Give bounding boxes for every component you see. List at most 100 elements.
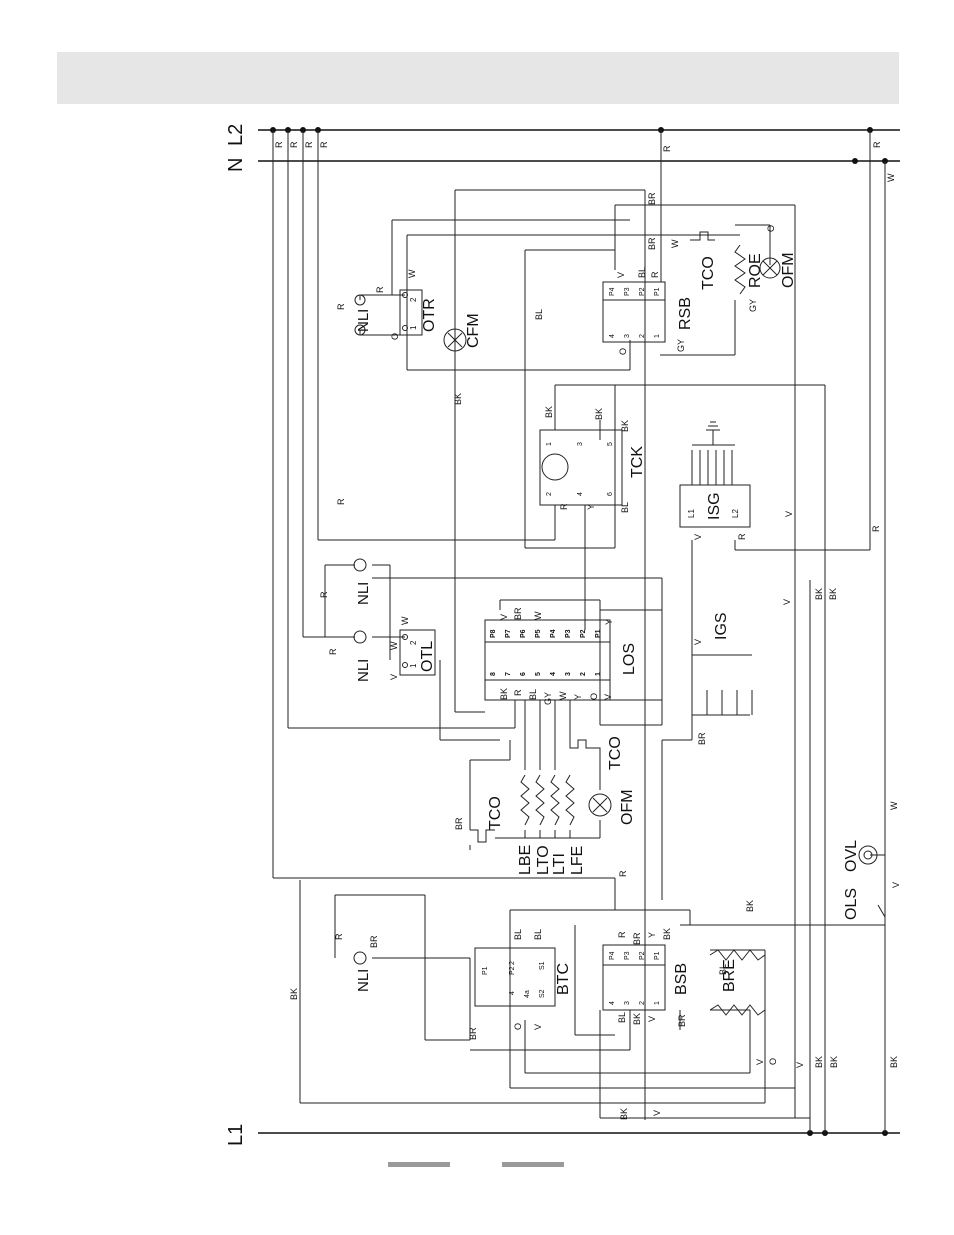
svg-text:W: W bbox=[886, 173, 896, 182]
svg-text:V: V bbox=[795, 1062, 805, 1068]
svg-text:L1: L1 bbox=[687, 509, 696, 518]
svg-text:4: 4 bbox=[509, 991, 516, 995]
svg-text:5: 5 bbox=[535, 672, 542, 676]
svg-text:BK: BK bbox=[828, 588, 838, 600]
svg-text:BSB: BSB bbox=[673, 963, 690, 995]
ofm-top: OFM bbox=[759, 252, 797, 288]
svg-text:GY: GY bbox=[543, 692, 553, 705]
svg-text:V: V bbox=[891, 882, 901, 888]
svg-text:W: W bbox=[670, 239, 680, 248]
svg-text:GY: GY bbox=[748, 299, 758, 312]
svg-text:V: V bbox=[389, 674, 399, 680]
svg-text:3: 3 bbox=[624, 334, 631, 338]
svg-text:W: W bbox=[400, 616, 410, 625]
svg-text:2: 2 bbox=[509, 961, 516, 965]
svg-text:V: V bbox=[652, 1110, 662, 1116]
svg-text:CFM: CFM bbox=[465, 313, 482, 348]
svg-text:TCO: TCO bbox=[487, 796, 504, 830]
svg-text:P2: P2 bbox=[580, 629, 587, 638]
svg-text:R: R bbox=[319, 591, 329, 598]
svg-text:2: 2 bbox=[546, 492, 553, 496]
svg-text:P7: P7 bbox=[505, 629, 512, 638]
svg-text:R: R bbox=[375, 286, 385, 293]
ofm-mid: OFM bbox=[588, 789, 636, 825]
svg-text:OFM: OFM bbox=[619, 789, 636, 825]
tck-timer: 1 2 3 4 5 6 TCK bbox=[539, 429, 646, 506]
footer-bar-right bbox=[502, 1162, 564, 1167]
svg-text:P2: P2 bbox=[509, 966, 516, 975]
otr-thermostat: 2 1 OTR bbox=[399, 289, 438, 336]
svg-text:4: 4 bbox=[550, 672, 557, 676]
svg-text:L2: L2 bbox=[731, 509, 740, 518]
svg-text:P3: P3 bbox=[565, 629, 572, 638]
svg-text:BL: BL bbox=[617, 1012, 627, 1023]
svg-text:BK: BK bbox=[289, 988, 299, 1000]
lto-label: LTO bbox=[535, 845, 552, 875]
isg-spark-generator: L1 L2 ISG bbox=[679, 450, 751, 528]
svg-text:V: V bbox=[499, 614, 509, 620]
svg-text:V: V bbox=[616, 272, 626, 278]
nli-top: NLI bbox=[354, 294, 372, 336]
svg-text:R: R bbox=[513, 689, 523, 696]
svg-text:O: O bbox=[513, 1023, 523, 1030]
nli-bottom: NLI bbox=[353, 951, 372, 992]
svg-text:O: O bbox=[390, 333, 400, 340]
svg-text:RSB: RSB bbox=[677, 297, 694, 330]
svg-text:BR: BR bbox=[513, 607, 523, 620]
svg-text:2: 2 bbox=[409, 640, 418, 645]
svg-text:OTL: OTL bbox=[419, 641, 436, 672]
svg-text:OLS: OLS bbox=[843, 888, 860, 920]
otl-thermostat: 2 1 OTL bbox=[399, 629, 436, 676]
svg-text:V: V bbox=[693, 534, 703, 540]
svg-text:BK: BK bbox=[889, 1056, 899, 1068]
svg-text:R: R bbox=[617, 931, 627, 938]
svg-text:3: 3 bbox=[577, 442, 584, 446]
header-band bbox=[57, 52, 899, 104]
svg-text:BR: BR bbox=[697, 732, 707, 745]
svg-text:V: V bbox=[533, 1024, 543, 1030]
svg-text:TCK: TCK bbox=[629, 446, 646, 478]
svg-text:BR: BR bbox=[632, 932, 642, 945]
svg-text:ROE: ROE bbox=[747, 253, 764, 288]
svg-text:P2: P2 bbox=[639, 951, 646, 960]
svg-text:V: V bbox=[693, 639, 703, 645]
nli-mid-a: NLI bbox=[353, 558, 372, 605]
svg-text:2: 2 bbox=[580, 672, 587, 676]
svg-text:V: V bbox=[647, 1016, 657, 1022]
svg-text:6: 6 bbox=[607, 492, 614, 496]
svg-text:8: 8 bbox=[490, 672, 497, 676]
svg-text:R: R bbox=[336, 498, 346, 505]
svg-text:BL: BL bbox=[534, 309, 544, 320]
svg-text:R: R bbox=[559, 503, 569, 510]
svg-text:1: 1 bbox=[409, 663, 418, 668]
rsb-switch-block: P4 P3 P2 P1 4 3 2 1 RSB bbox=[602, 281, 694, 343]
svg-text:BL: BL bbox=[533, 929, 543, 940]
svg-text:P2: P2 bbox=[639, 287, 646, 296]
svg-text:O: O bbox=[589, 693, 599, 700]
nli-mid-b: NLI bbox=[353, 630, 372, 682]
svg-text:2: 2 bbox=[409, 297, 418, 302]
svg-text:S1: S1 bbox=[539, 961, 546, 970]
svg-text:IGS: IGS bbox=[713, 612, 730, 640]
svg-text:TCO: TCO bbox=[607, 736, 624, 770]
svg-text:BK: BK bbox=[620, 420, 630, 432]
svg-text:W: W bbox=[889, 801, 899, 810]
svg-text:W: W bbox=[558, 691, 568, 700]
svg-text:NLI: NLI bbox=[355, 659, 372, 682]
svg-text:R: R bbox=[737, 533, 747, 540]
svg-text:3: 3 bbox=[624, 1001, 631, 1005]
svg-text:BL: BL bbox=[513, 929, 523, 940]
los-selector: P8 P7 P6 P5 P4 P3 P2 P1 8 7 6 5 4 3 2 1 … bbox=[484, 609, 663, 701]
svg-text:O: O bbox=[768, 1058, 778, 1065]
svg-text:Y: Y bbox=[573, 694, 583, 700]
svg-text:R: R bbox=[871, 525, 881, 532]
svg-text:P3: P3 bbox=[624, 951, 631, 960]
svg-text:BR: BR bbox=[454, 817, 464, 830]
svg-text:2: 2 bbox=[639, 334, 646, 338]
svg-text:P4: P4 bbox=[609, 951, 616, 960]
svg-text:P1: P1 bbox=[654, 951, 661, 960]
svg-text:GY: GY bbox=[676, 339, 686, 352]
svg-text:R: R bbox=[319, 141, 329, 148]
svg-text:O: O bbox=[766, 225, 776, 232]
svg-text:BR: BR bbox=[677, 1014, 687, 1027]
